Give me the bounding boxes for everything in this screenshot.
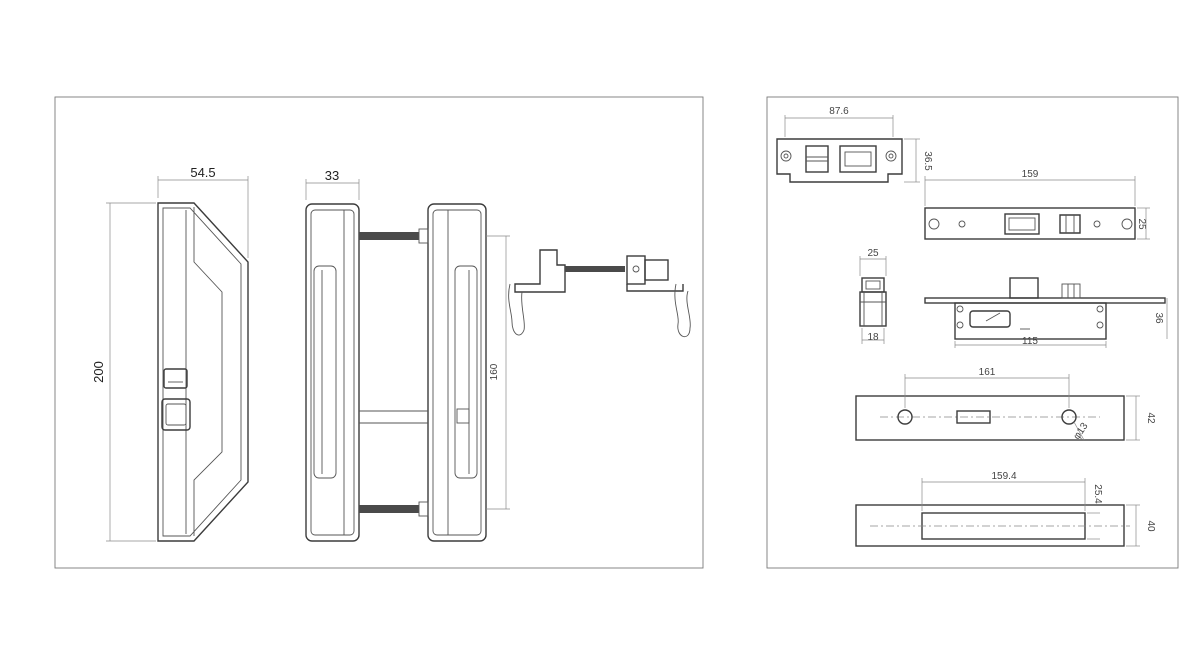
lever-spindle [565,266,625,272]
dim-spacing: 160 [489,363,500,380]
hole-cutout: 161 φ13 42 [855,367,1156,442]
dim-mortise-height: 40 [1145,520,1156,532]
dim-mortise-length: 159.4 [991,471,1016,482]
dim-strike-width: 87.6 [829,106,849,117]
lever-detail [508,249,691,338]
mortise-pocket: 159.4 25.4 40 [855,471,1156,547]
fingerprint-sensor [161,398,191,431]
dim-width-front: 54.5 [190,165,215,180]
left-frame [54,96,704,569]
dim-body-length: 115 [1022,336,1038,347]
dim-hole-diameter: φ13 [1071,421,1090,442]
dim-hole-spacing: 161 [979,367,996,378]
dim-latch-depth: 18 [867,332,879,343]
dim-faceplate-width: 25 [1136,218,1147,230]
bolt-top [359,232,419,240]
dim-strike-height: 36.5 [922,151,933,171]
dim-latch-width: 25 [867,248,879,259]
dim-mortise-width: 25.4 [1092,484,1103,504]
latch-side: 25 18 [859,248,887,344]
dim-faceplate-length: 159 [1022,169,1039,180]
dim-width-side: 33 [325,168,339,183]
dim-height: 200 [91,361,106,383]
handle-side-view: 33 160 [305,168,510,542]
lock-body: 36 115 [924,277,1168,348]
dim-cutout-height: 42 [1145,412,1156,424]
fingerprint-window [163,368,188,389]
faceplate: 159 25 [924,169,1150,240]
dim-body-width: 36 [1153,312,1164,324]
strike-plate: 87.6 36.5 [776,106,933,183]
bolt-bottom [359,505,419,513]
handle-front-view: 54.5 200 [91,165,249,542]
right-frame [766,96,1179,569]
